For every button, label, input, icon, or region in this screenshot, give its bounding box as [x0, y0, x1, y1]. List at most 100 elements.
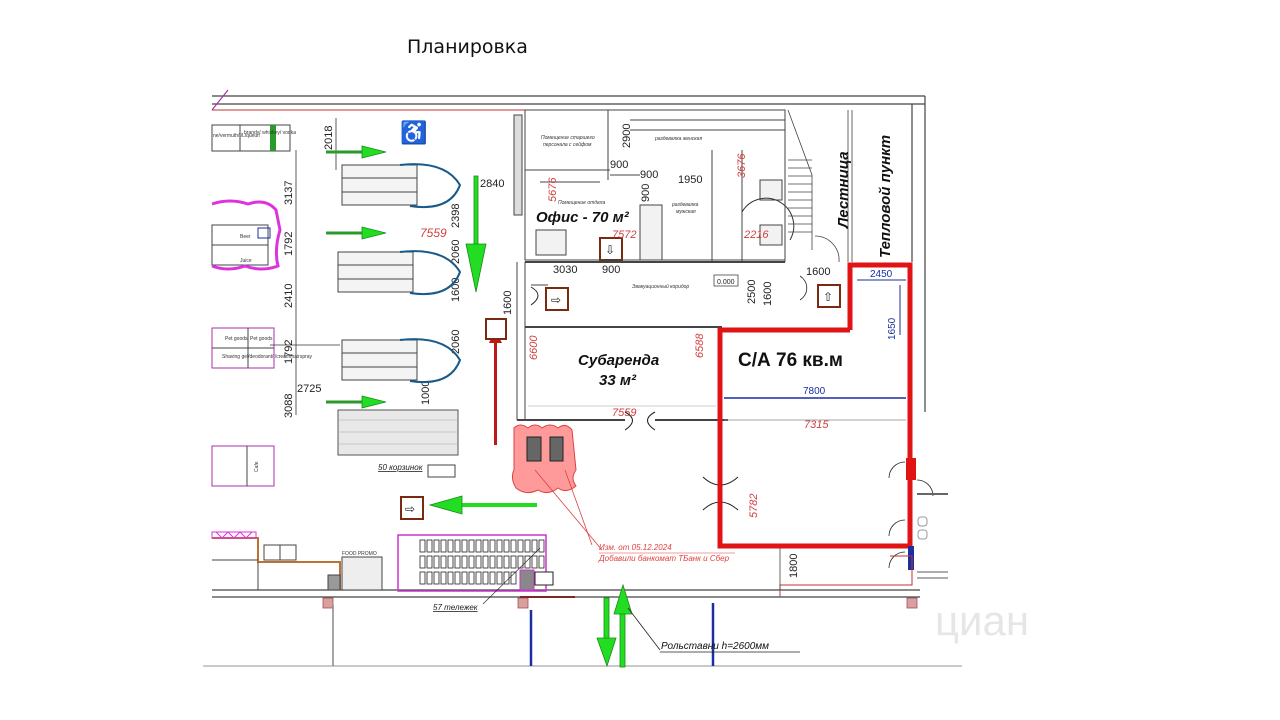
dimension-label: 2060: [450, 330, 462, 354]
dimension-label: 2450: [870, 269, 893, 280]
svg-text:⇨: ⇨: [551, 293, 561, 307]
trolley-icon: [461, 555, 468, 569]
target-dimensions: [724, 279, 906, 399]
trolley-icon: [419, 555, 426, 569]
trolley-icon: [510, 539, 517, 553]
trolley-icon: [482, 539, 489, 553]
dimension-label: 1792: [283, 340, 295, 364]
staircase: [784, 109, 853, 263]
blue-posts: [529, 603, 715, 666]
trolley-icon: [419, 571, 426, 585]
trolley-icon: [496, 539, 503, 553]
exit-sign-icon: [545, 287, 569, 311]
dimension-label: 900: [640, 184, 652, 202]
dimension-label: 7800: [803, 386, 826, 397]
flow-arrows: [326, 145, 633, 668]
trolley-icon: [510, 571, 517, 585]
dimension-label: 2840: [480, 178, 504, 190]
stairs-label: Лестница: [835, 151, 852, 229]
shelf-label: brandy/ whiskey/ vodka: [244, 130, 296, 136]
sublease-label: Субаренда: [578, 352, 659, 369]
trolley-icon: [461, 571, 468, 585]
trolley-icon: [538, 555, 545, 569]
trolley-icon: [489, 539, 496, 553]
trolley-icon: [496, 555, 503, 569]
trolley-icon: [419, 539, 426, 553]
dimension-label: 2216: [743, 229, 769, 241]
dimension-label: 2410: [283, 284, 295, 308]
trolley-icon: [433, 571, 440, 585]
dimension-label: 1600: [502, 291, 514, 315]
trolley-icon: [531, 555, 538, 569]
dimension-label: 2725: [297, 383, 321, 395]
trolley-icon: [447, 539, 454, 553]
trolley-icon: [524, 555, 531, 569]
dimension-label: 3088: [283, 394, 295, 418]
doors: [799, 275, 948, 579]
trolley-icon: [517, 539, 524, 553]
trolley-icon: [447, 571, 454, 585]
dimension-label: 7572: [612, 229, 636, 241]
dimension-label: 1792: [283, 232, 295, 256]
trolley-icon: [496, 571, 503, 585]
dimension-label: 1000: [420, 381, 432, 405]
office-walls: [513, 109, 795, 263]
trolley-icon: [454, 539, 461, 553]
office-label: Офис - 70 м²: [536, 209, 630, 226]
trolley-icon: [440, 555, 447, 569]
room-label: персонала с сейфом: [543, 141, 592, 148]
trolley-icon: [468, 539, 475, 553]
checkout-counters: [337, 164, 418, 381]
trolleys-label: 57 тележек: [433, 603, 479, 612]
dimension-label: 1650: [887, 317, 898, 340]
dimension-label: 6600: [528, 335, 540, 360]
shelf-label: Shaving gel/deodorant/ /cream/hairspray: [222, 354, 313, 360]
trolley-icon: [475, 555, 482, 569]
trolley-icon: [482, 571, 489, 585]
dimension-label: 7559: [420, 226, 447, 240]
trolley-icon: [433, 555, 440, 569]
trolley-icon: [440, 571, 447, 585]
level-mark-box: [713, 274, 739, 287]
trolley-icon: [503, 571, 510, 585]
exit-sign-icon: [817, 284, 841, 308]
shutter-note: Рольставни h=2600мм: [661, 641, 769, 652]
trolley-icon: [517, 555, 524, 569]
trolley-icon: [440, 539, 447, 553]
shelf-label: Beer: [240, 234, 251, 240]
baskets-label: 50 корзинок: [378, 463, 424, 472]
purple-shelf: [211, 531, 257, 539]
atm-icon: [549, 436, 564, 462]
trolley-icon: [531, 539, 538, 553]
trolley-icon: [433, 539, 440, 553]
trolley-icon: [538, 539, 545, 553]
atm-icon: [526, 436, 542, 462]
dimension-label: 2018: [323, 126, 335, 150]
exit-sign-icon: [485, 318, 507, 340]
trolley-icon: [510, 555, 517, 569]
trolley-icon: [482, 555, 489, 569]
exit-signs: ⇨ ⇩ ⇧ ⇨: [400, 237, 841, 520]
svg-text:⇩: ⇩: [605, 243, 615, 257]
room-label: Помещение старшего: [541, 135, 595, 141]
heat-point-label: Тепловой пункт: [877, 135, 894, 258]
dimension-label: 5782: [748, 494, 760, 518]
dimension-label: 6588: [694, 333, 706, 358]
dimension-label: 3030: [553, 264, 577, 276]
svg-text:⇨: ⇨: [405, 502, 415, 516]
wheelchair-icon: ♿: [400, 120, 427, 145]
left-shelving: [211, 124, 291, 487]
svg-text:⇧: ⇧: [823, 290, 833, 304]
room-label: раздевалка женская: [654, 136, 702, 142]
room-label: мужская: [676, 209, 696, 215]
dimension-label: 3137: [283, 181, 295, 205]
left-dimension-lines: [270, 118, 340, 415]
trolley-icon: [461, 539, 468, 553]
sublease-walls: [516, 262, 739, 511]
dimension-label: 2060: [450, 240, 462, 264]
trolley-icon: [489, 571, 496, 585]
dimension-label: 1950: [678, 174, 702, 186]
trolley-icon: [489, 555, 496, 569]
evac-red-arrow: [489, 330, 502, 445]
